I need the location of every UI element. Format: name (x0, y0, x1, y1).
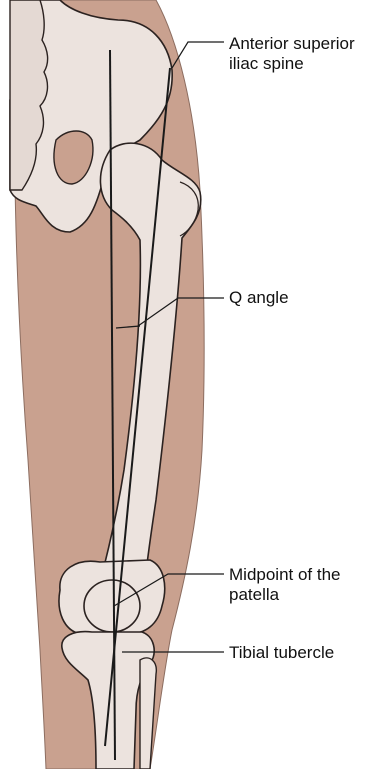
label-line: iliac spine (229, 54, 355, 74)
fibula-bone (140, 658, 156, 769)
patella-bone (84, 580, 140, 632)
label-tibial-tubercle: Tibial tubercle (229, 643, 334, 663)
label-q-angle: Q angle (229, 288, 289, 308)
label-line: Anterior superior (229, 34, 355, 54)
label-midpoint-of-patella: Midpoint of the patella (229, 565, 341, 605)
label-line: Midpoint of the (229, 565, 341, 585)
label-anterior-superior-iliac-spine: Anterior superior iliac spine (229, 34, 355, 74)
label-line: patella (229, 585, 341, 605)
